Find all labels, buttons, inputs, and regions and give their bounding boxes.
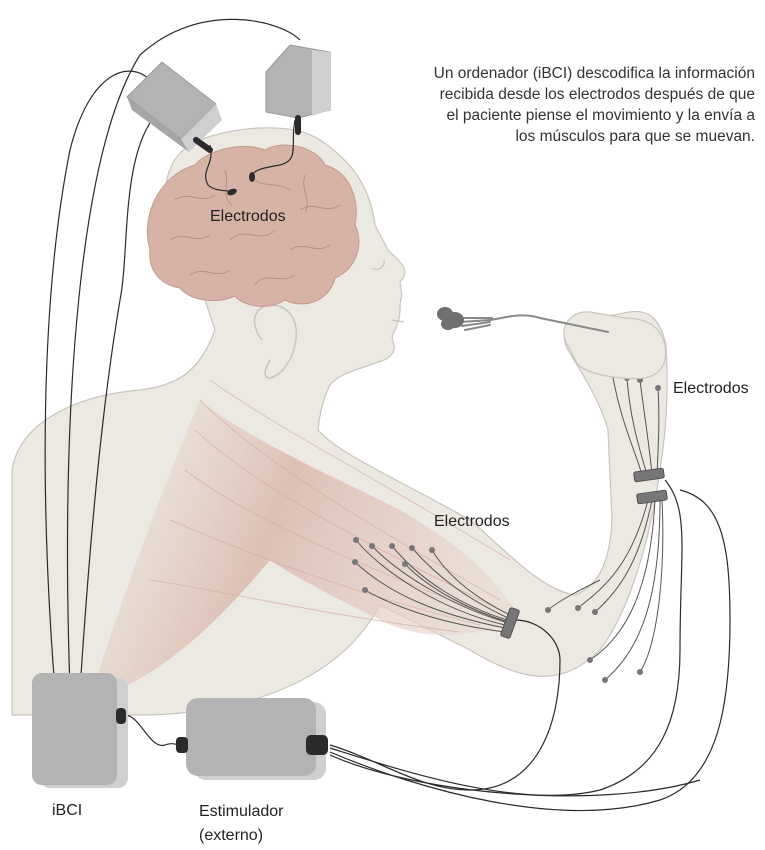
caption-line: el paciente piense el movimiento y la en… <box>360 105 755 126</box>
pedestal-right <box>266 45 330 132</box>
label-electrodes-forearm: Electrodos <box>673 380 749 398</box>
label-stimulator-line2: (externo) <box>199 824 283 848</box>
stimulator-device <box>176 698 328 780</box>
caption-line: Un ordenador (iBCI) descodifica la infor… <box>360 63 755 84</box>
ibci-device <box>32 673 128 788</box>
label-stimulator: Estimulador (externo) <box>199 800 283 848</box>
label-electrodes-shoulder: Electrodos <box>434 513 510 531</box>
label-electrodes-brain: Electrodos <box>210 208 286 226</box>
label-stimulator-line1: Estimulador <box>199 800 283 824</box>
label-ibci: iBCI <box>52 802 82 820</box>
food <box>437 307 464 330</box>
caption-line: los músculos para que se muevan. <box>360 126 755 147</box>
caption-line: recibida desde los electrodos después de… <box>360 84 755 105</box>
caption: Un ordenador (iBCI) descodifica la infor… <box>360 63 755 147</box>
